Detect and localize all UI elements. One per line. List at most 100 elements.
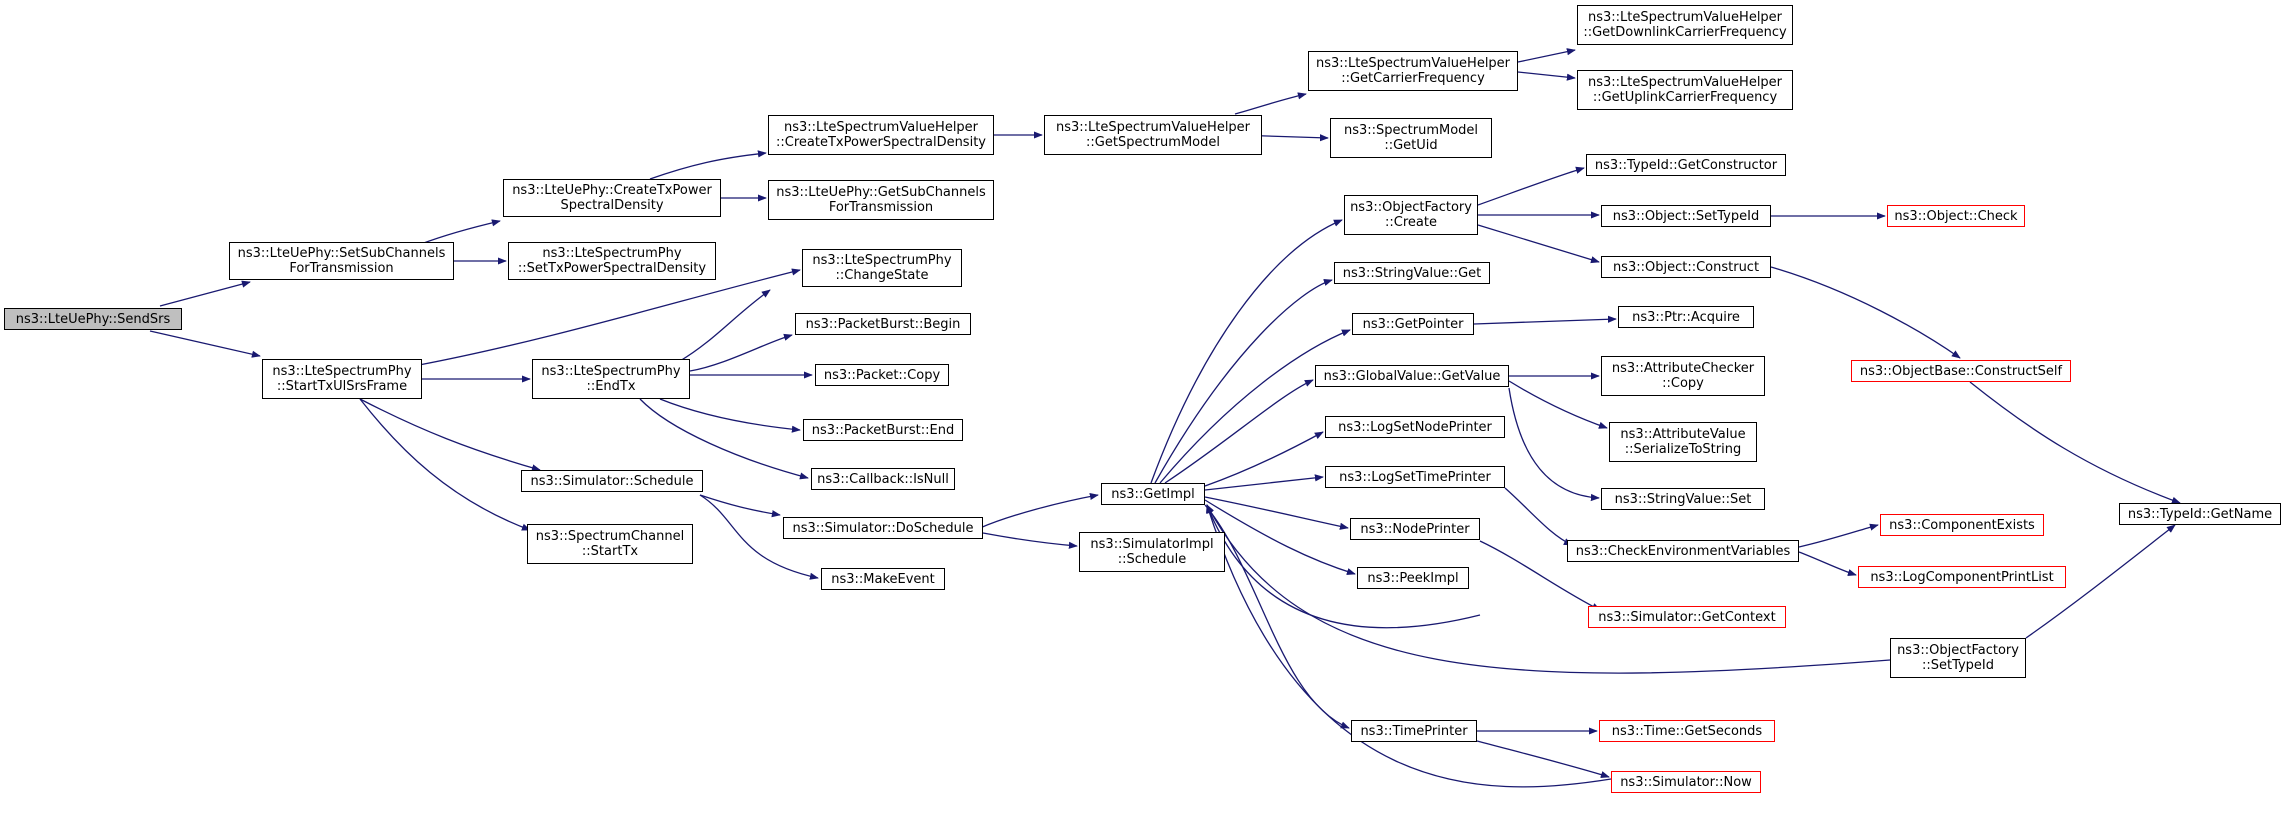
node-attrser[interactable]: ns3::AttributeValue::SerializeToString xyxy=(1609,422,1757,462)
node-label: ns3::SpectrumChannel xyxy=(535,529,685,544)
node-getcarrier[interactable]: ns3::LteSpectrumValueHelper::GetCarrierF… xyxy=(1308,51,1518,91)
node-endtx[interactable]: ns3::LteSpectrumPhy::EndTx xyxy=(532,359,690,399)
call-edge xyxy=(1206,504,1481,629)
node-label: ns3::LteSpectrumValueHelper xyxy=(1315,56,1511,71)
call-edge xyxy=(1477,166,1585,206)
node-gvgetvalue[interactable]: ns3::GlobalValue::GetValue xyxy=(1315,365,1509,387)
node-label: ns3::NodePrinter xyxy=(1360,521,1470,537)
node-label: ::EndTx xyxy=(586,379,636,394)
node-label: ns3::Time::GetSeconds xyxy=(1611,723,1763,739)
call-edge xyxy=(1517,71,1576,81)
node-label: ns3::TypeId::GetConstructor xyxy=(1594,157,1778,173)
node-label: ns3::Packet::Copy xyxy=(823,367,941,383)
node-label: ns3::ObjectFactory xyxy=(1897,643,2019,658)
node-ofcreate[interactable]: ns3::ObjectFactory::Create xyxy=(1344,195,1478,235)
node-getuid[interactable]: ns3::SpectrumModel::GetUid xyxy=(1330,118,1492,158)
node-label: ns3::Object::Check xyxy=(1894,208,2018,224)
call-edge xyxy=(982,532,1078,549)
call-edge xyxy=(359,398,541,472)
node-timeprinter[interactable]: ns3::TimePrinter xyxy=(1351,720,1477,742)
call-edge xyxy=(1476,740,1610,779)
call-edge xyxy=(1517,48,1576,63)
node-timesec[interactable]: ns3::Time::GetSeconds xyxy=(1599,720,1775,742)
node-label: ::GetDownlinkCarrierFrequency xyxy=(1583,25,1787,40)
node-objconstruct[interactable]: ns3::Object::Construct xyxy=(1601,256,1771,278)
node-makeevent[interactable]: ns3::MakeEvent xyxy=(821,568,945,590)
node-compexists[interactable]: ns3::ComponentExists xyxy=(1880,514,2044,536)
call-edge xyxy=(979,492,1099,529)
node-createtxpsd_helper[interactable]: ns3::LteSpectrumValueHelper::CreateTxPow… xyxy=(768,115,994,155)
node-simnow[interactable]: ns3::Simulator::Now xyxy=(1611,771,1761,793)
node-getpointer[interactable]: ns3::GetPointer xyxy=(1352,313,1474,335)
node-peekimpl[interactable]: ns3::PeekImpl xyxy=(1357,567,1469,589)
node-settypeid[interactable]: ns3::Object::SetTypeId xyxy=(1601,205,1771,227)
node-logtime[interactable]: ns3::LogSetTimePrinter xyxy=(1325,466,1505,488)
call-edge xyxy=(1798,551,1857,577)
node-pcopy[interactable]: ns3::Packet::Copy xyxy=(815,364,949,386)
node-cbnull[interactable]: ns3::Callback::IsNull xyxy=(811,468,955,490)
node-label: ns3::Simulator::Now xyxy=(1620,774,1752,790)
call-edge xyxy=(1504,487,1573,546)
call-edge xyxy=(1969,381,2181,504)
node-label: ns3::ObjectBase::ConstructSelf xyxy=(1859,363,2063,379)
node-getimpl[interactable]: ns3::GetImpl xyxy=(1101,483,1205,505)
node-label: ::SerializeToString xyxy=(1624,442,1742,457)
node-label: ns3::ComponentExists xyxy=(1889,517,2035,533)
node-changestate[interactable]: ns3::LteSpectrumPhy::ChangeState xyxy=(802,249,962,287)
node-ptracquire[interactable]: ns3::Ptr::Acquire xyxy=(1618,306,1754,328)
node-label: ns3::GetImpl xyxy=(1111,486,1195,502)
node-getspecmodel[interactable]: ns3::LteSpectrumValueHelper::GetSpectrum… xyxy=(1044,115,1262,155)
node-chstarttx[interactable]: ns3::SpectrumChannel::StartTx xyxy=(527,524,693,564)
node-starttxul[interactable]: ns3::LteSpectrumPhy::StartTxUlSrsFrame xyxy=(262,359,422,399)
call-edge xyxy=(1206,504,1612,788)
node-getctor[interactable]: ns3::TypeId::GetConstructor xyxy=(1586,154,1786,176)
node-label: ns3::Callback::IsNull xyxy=(817,471,949,487)
node-label: ns3::LteSpectrumPhy xyxy=(541,364,681,379)
call-edge xyxy=(699,494,819,580)
call-edge xyxy=(1770,266,1961,359)
node-getdl[interactable]: ns3::LteSpectrumValueHelper::GetDownlink… xyxy=(1577,5,1793,45)
node-ofsettypeid[interactable]: ns3::ObjectFactory::SetTypeId xyxy=(1890,638,2026,678)
node-strset[interactable]: ns3::StringValue::Set xyxy=(1601,488,1765,510)
call-edge xyxy=(418,268,801,366)
node-pbbegin[interactable]: ns3::PacketBurst::Begin xyxy=(795,313,971,335)
node-sendsrs: ns3::LteUePhy::SendSrs xyxy=(4,308,182,330)
call-edge xyxy=(1473,315,1617,325)
node-label: ns3::GetPointer xyxy=(1362,316,1464,332)
node-pbend[interactable]: ns3::PacketBurst::End xyxy=(803,419,963,441)
node-simimplsched[interactable]: ns3::SimulatorImpl::Schedule xyxy=(1079,532,1225,572)
node-attrcheckcopy[interactable]: ns3::AttributeChecker::Copy xyxy=(1601,356,1765,396)
node-label: ns3::Simulator::GetContext xyxy=(1598,609,1776,625)
node-label: ns3::CheckEnvironmentVariables xyxy=(1575,543,1791,559)
node-settxpsd[interactable]: ns3::LteSpectrumPhy::SetTxPowerSpectralD… xyxy=(508,242,716,280)
node-checkenv[interactable]: ns3::CheckEnvironmentVariables xyxy=(1567,540,1799,562)
call-edge xyxy=(1234,92,1307,115)
node-label: ns3::StringValue::Get xyxy=(1342,265,1482,281)
node-nodeprinter[interactable]: ns3::NodePrinter xyxy=(1350,518,1480,540)
call-edge xyxy=(1204,474,1324,491)
node-doschedule[interactable]: ns3::Simulator::DoSchedule xyxy=(783,517,983,539)
node-strget[interactable]: ns3::StringValue::Get xyxy=(1334,262,1490,284)
node-label: ns3::LteSpectrumPhy xyxy=(272,364,412,379)
node-label: ForTransmission xyxy=(828,200,934,215)
node-label: ns3::LteSpectrumValueHelper xyxy=(1587,10,1783,25)
call-edge xyxy=(1159,329,1351,484)
node-objcheck[interactable]: ns3::Object::Check xyxy=(1887,205,2025,227)
node-constructself[interactable]: ns3::ObjectBase::ConstructSelf xyxy=(1851,360,2071,382)
node-label: ns3::SimulatorImpl xyxy=(1090,537,1214,552)
node-lognode[interactable]: ns3::LogSetNodePrinter xyxy=(1325,416,1505,438)
node-label: ::GetUid xyxy=(1384,138,1438,153)
node-label: ForTransmission xyxy=(289,261,394,276)
call-edge xyxy=(1164,379,1314,484)
node-simgetctx[interactable]: ns3::Simulator::GetContext xyxy=(1588,606,1786,628)
node-getname[interactable]: ns3::TypeId::GetName xyxy=(2119,503,2281,525)
node-label: ns3::PeekImpl xyxy=(1367,570,1459,586)
node-getul[interactable]: ns3::LteSpectrumValueHelper::GetUplinkCa… xyxy=(1577,70,1793,110)
call-edge xyxy=(659,398,801,433)
node-schedule[interactable]: ns3::Simulator::Schedule xyxy=(521,470,703,492)
node-logprintlist[interactable]: ns3::LogComponentPrintList xyxy=(1858,566,2066,588)
